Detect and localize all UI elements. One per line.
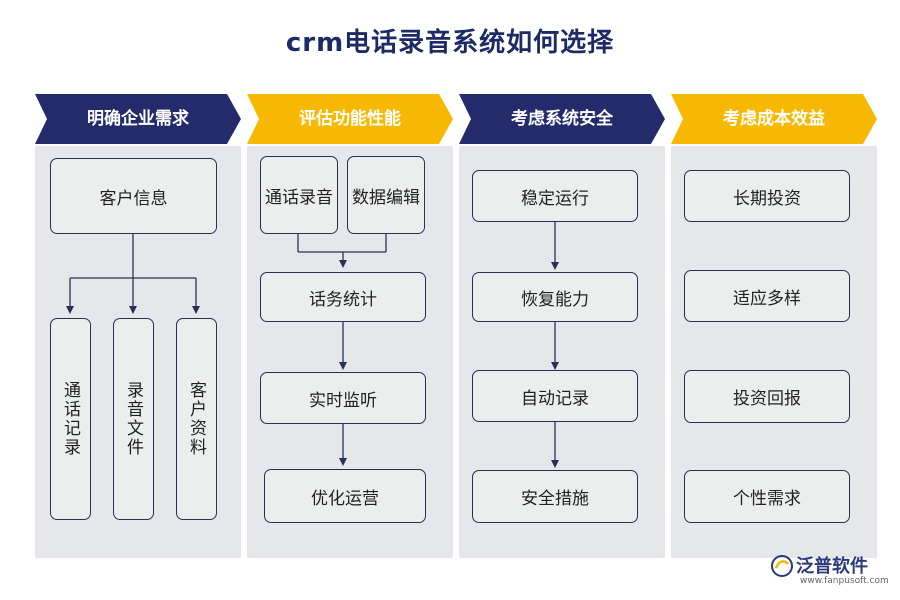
box-optimize-ops: 优化运营 xyxy=(264,469,426,523)
box-live-monitoring: 实时监听 xyxy=(260,372,426,424)
box-long-term-investment: 长期投资 xyxy=(684,170,850,222)
box-traffic-stats: 话务统计 xyxy=(260,272,426,322)
column-header-4: 考虑成本效益 xyxy=(671,94,877,144)
box-data-editing: 数据编辑 xyxy=(347,156,425,234)
column-header-1: 明确企业需求 xyxy=(35,94,241,144)
chevron-shape xyxy=(459,94,665,144)
chevron-shape xyxy=(671,94,877,144)
box-label: 录音文件 xyxy=(123,381,143,457)
column-header-label: 考虑系统安全 xyxy=(511,109,613,129)
column-header-label: 考虑成本效益 xyxy=(723,109,825,129)
box-label: 通话记录 xyxy=(60,381,80,457)
box-roi: 投资回报 xyxy=(684,370,850,423)
box-recording-files: 录音文件 xyxy=(113,318,154,520)
column-header-label: 明确企业需求 xyxy=(87,109,189,129)
page-title: crm电话录音系统如何选择 xyxy=(285,28,615,58)
logo-brand: 泛普软件 xyxy=(796,556,868,577)
column-header-3: 考虑系统安全 xyxy=(459,94,665,144)
box-personalized-needs: 个性需求 xyxy=(684,470,850,523)
box-label: 客户资料 xyxy=(186,381,206,457)
box-customer-info: 客户信息 xyxy=(50,158,217,234)
box-adaptability: 适应多样 xyxy=(684,270,850,322)
chevron-shape xyxy=(35,94,241,144)
box-call-records: 通话记录 xyxy=(50,318,91,520)
logo-url: www.fanpusoft.com xyxy=(800,576,889,586)
box-auto-recording: 自动记录 xyxy=(472,370,638,422)
column-header-2: 评估功能性能 xyxy=(247,94,453,144)
box-recovery: 恢复能力 xyxy=(472,272,638,322)
chevron-shape xyxy=(247,94,453,144)
logo-icon xyxy=(771,555,793,577)
column-header-label: 评估功能性能 xyxy=(299,109,401,129)
box-stable-operation: 稳定运行 xyxy=(472,170,638,222)
box-security-measures: 安全措施 xyxy=(472,470,638,523)
box-customer-data: 客户资料 xyxy=(176,318,217,520)
box-call-recording: 通话录音 xyxy=(260,156,338,234)
